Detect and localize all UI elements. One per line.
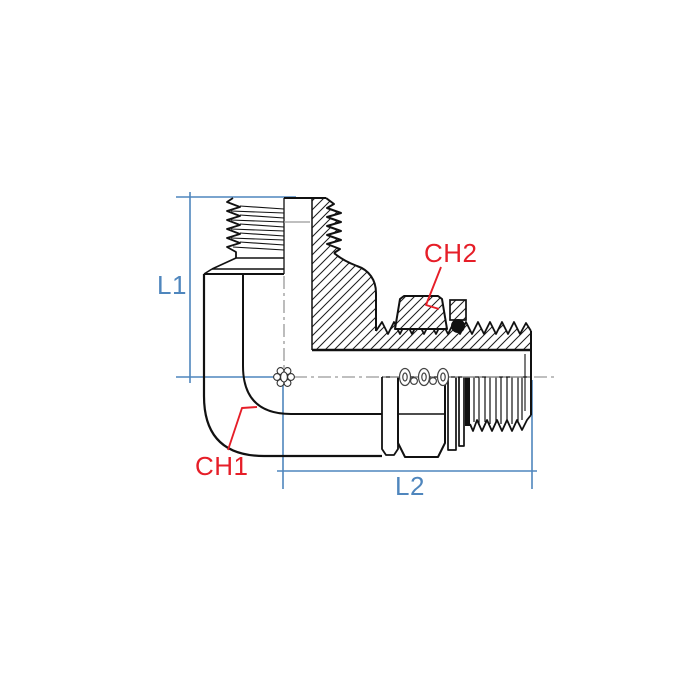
l1-dimension-line [176,192,296,383]
thread-runout-flange [203,257,284,275]
retaining-ring-1 [447,377,457,451]
l2-label: L2 [395,471,425,501]
side-port-thread-lines [473,377,523,424]
locknut-side-view [397,377,446,458]
o-ring [451,319,465,333]
locknut-chamfer-symbols [398,367,450,387]
ch2-leader-line [425,266,442,310]
ch2-label: CH2 [424,238,478,268]
sectioned-thread-profile-top-port [325,197,342,254]
elbow-body-outline [202,274,382,458]
l1-label: L1 [157,270,187,300]
body-cross-section-hatch [284,198,531,350]
ch1-leader-line [227,406,258,451]
thread-crest-zigzag [226,197,241,258]
side-port-thread-zigzag [469,414,532,432]
ch1-label: CH1 [195,451,249,481]
locknut-cross-section [394,295,448,330]
backup-washer-cross-section [449,299,467,321]
body-shoulder-profile [333,252,377,331]
thread-start-bar [465,377,470,426]
retaining-ring-2 [458,377,465,447]
elbow-inner-profile [242,274,382,415]
elbow-outer-profile [202,274,382,458]
thread-lines [230,205,285,251]
thread-runout-symbol [273,367,295,387]
top-port-external-threads [203,197,285,275]
